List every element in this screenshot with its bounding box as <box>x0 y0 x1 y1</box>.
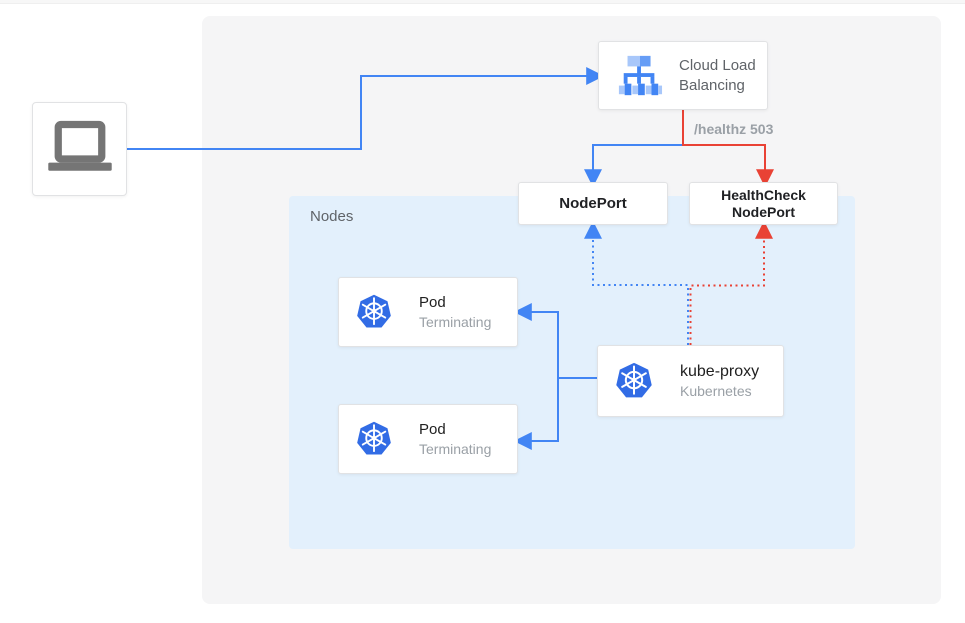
cloud-load-balancing-label: Cloud Load Balancing <box>679 56 756 94</box>
kube-proxy-title: kube-proxy <box>680 363 760 380</box>
kubernetes-icon <box>615 361 653 399</box>
pod-node-2: Pod Terminating <box>338 404 518 474</box>
laptop-icon <box>47 120 112 171</box>
kube-proxy-subtitle: Kubernetes <box>680 383 752 399</box>
nodes-panel-label: Nodes <box>310 208 354 225</box>
healthcheck-nodeport-node: HealthCheck NodePort <box>689 182 838 225</box>
load-balancer-icon <box>618 55 663 95</box>
nodeport-node: NodePort <box>518 182 668 225</box>
pod-status: Terminating <box>419 313 492 330</box>
pod-title: Pod <box>419 293 446 311</box>
pod-title: Pod <box>419 420 446 438</box>
healthcheck-label-line2: NodePort <box>732 203 795 220</box>
pod-node-1: Pod Terminating <box>338 277 518 347</box>
kubernetes-icon <box>356 420 392 456</box>
pod-status: Terminating <box>419 440 492 457</box>
kubernetes-icon <box>356 293 392 329</box>
healthz-503-label: /healthz 503 <box>694 121 774 137</box>
client-node <box>32 102 127 196</box>
cloud-load-balancing-node: Cloud Load Balancing <box>598 41 768 110</box>
top-divider <box>0 0 965 4</box>
kube-proxy-node: kube-proxy Kubernetes <box>597 345 784 417</box>
healthcheck-label-line1: HealthCheck <box>721 186 806 203</box>
nodeport-label: NodePort <box>559 195 627 212</box>
